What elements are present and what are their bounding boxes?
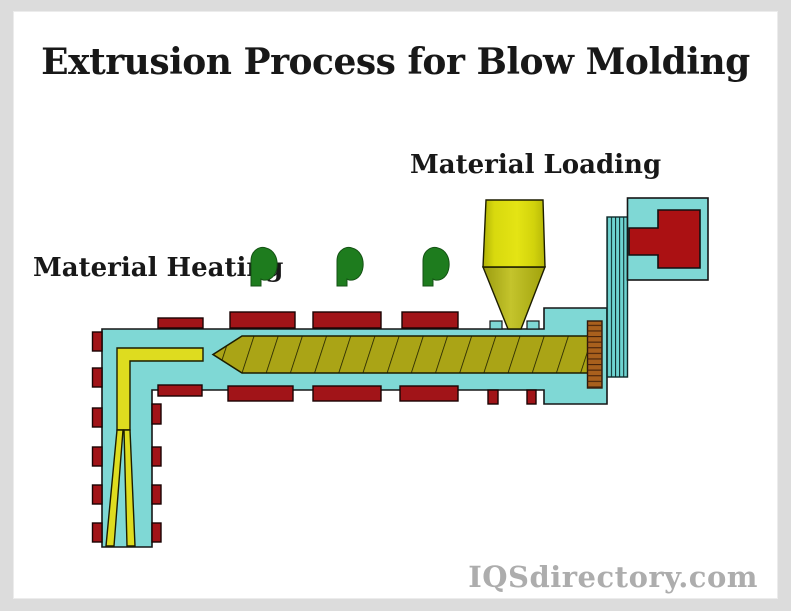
feed-throat-tab bbox=[489, 320, 503, 330]
label-material-heating: Material Heating bbox=[33, 253, 284, 283]
parison-die-left-leg bbox=[105, 429, 124, 547]
flame-icon bbox=[422, 247, 450, 287]
heater-block bbox=[151, 522, 162, 543]
diagram-title: Extrusion Process for Blow Molding bbox=[41, 41, 750, 83]
watermark: IQSdirectory.com bbox=[468, 560, 758, 594]
heater-block bbox=[399, 385, 459, 402]
heater-block bbox=[151, 484, 162, 505]
heater-block bbox=[312, 385, 382, 402]
heater-block bbox=[91, 484, 103, 505]
heater-block bbox=[91, 446, 103, 467]
heater-block bbox=[487, 389, 499, 405]
extruder-screw bbox=[211, 335, 589, 374]
flame-icon bbox=[250, 247, 278, 287]
heater-block bbox=[151, 403, 162, 425]
screw-flight-hatching bbox=[213, 336, 588, 373]
heater-block bbox=[157, 384, 203, 397]
screw-coupling bbox=[586, 320, 603, 389]
heater-block bbox=[227, 385, 294, 402]
hopper-cylinder bbox=[482, 199, 546, 268]
heater-block bbox=[91, 407, 103, 428]
heater-block bbox=[91, 331, 103, 352]
heater-block bbox=[401, 311, 459, 329]
feed-throat-tab bbox=[526, 320, 540, 330]
hopper-cone bbox=[481, 266, 547, 330]
heater-blocks-die-right bbox=[151, 403, 162, 543]
flame-icon bbox=[336, 247, 364, 287]
die-channel bbox=[105, 347, 204, 547]
heater-blocks-top bbox=[157, 311, 459, 329]
heater-block bbox=[229, 311, 296, 329]
parison-die-right-leg bbox=[123, 429, 136, 547]
heater-block bbox=[151, 446, 162, 467]
heater-blocks-die-left bbox=[91, 331, 103, 543]
heater-block bbox=[312, 311, 382, 329]
motor bbox=[628, 209, 701, 269]
heater-blocks-bottom bbox=[157, 384, 537, 405]
heater-block bbox=[526, 389, 537, 405]
heater-block bbox=[91, 522, 103, 543]
label-material-loading: Material Loading bbox=[410, 150, 662, 180]
flame-icons bbox=[250, 247, 450, 287]
hopper bbox=[481, 199, 547, 330]
drive-column bbox=[606, 216, 629, 378]
heater-block bbox=[91, 367, 103, 388]
heater-block bbox=[157, 317, 204, 329]
